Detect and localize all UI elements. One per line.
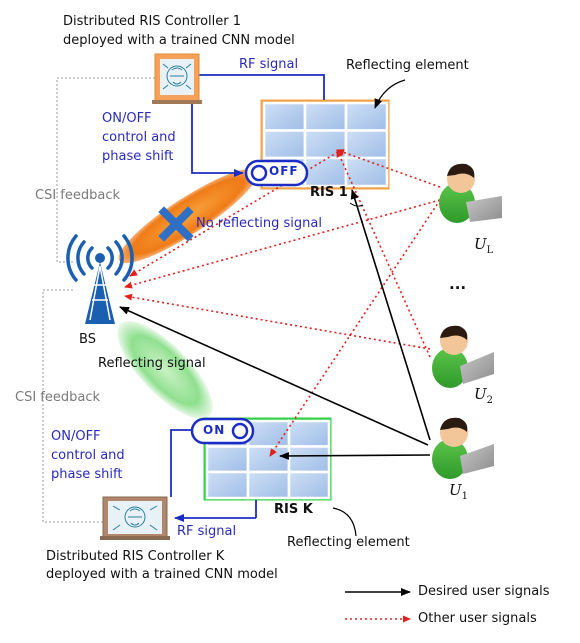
user-2-icon <box>432 325 494 388</box>
on-switch <box>190 417 255 445</box>
control-1-line2: control and <box>102 130 176 145</box>
controller-k-title: Distributed RIS Controller K <box>46 549 225 564</box>
ris-k-panel <box>203 417 332 501</box>
reflecting-element-bottom-label: Reflecting element <box>287 535 410 550</box>
control-k-line2: control and <box>51 448 125 463</box>
user-ellipsis: ... <box>449 275 467 293</box>
on-switch-label[interactable]: ON <box>203 423 226 437</box>
rf-signal-1-label: RF signal <box>239 57 299 72</box>
csi-feedback-top-label: CSI feedback <box>35 188 121 203</box>
user-l-label: UL <box>474 235 494 256</box>
controller-1-subtitle: deployed with a trained CNN model <box>63 33 295 48</box>
controller-k-laptop-icon <box>100 496 170 540</box>
ris-1-label: RIS 1 <box>310 185 348 200</box>
csi-feedback-lines <box>42 77 155 523</box>
reflecting-element-top-label: Reflecting element <box>346 58 469 73</box>
ris-k-label: RIS K <box>274 502 313 517</box>
reflecting-beam <box>117 321 213 419</box>
control-k-line1: ON/OFF <box>51 429 101 444</box>
bs-label: BS <box>79 332 96 347</box>
off-switch-label[interactable]: OFF <box>269 164 299 178</box>
other-user-signals <box>124 149 441 457</box>
control-1-line3: phase shift <box>102 149 174 164</box>
off-switch <box>244 159 309 187</box>
blocked-cross-icon <box>158 206 194 242</box>
rf-signal-k-label: RF signal <box>177 524 237 539</box>
user-1-icon <box>432 417 494 479</box>
bs-tower-icon <box>66 234 134 282</box>
legend-lines <box>345 588 411 623</box>
control-1-line1: ON/OFF <box>102 111 152 126</box>
no-reflecting-signal-label: No reflecting signal <box>196 216 322 231</box>
user-2-label: U2 <box>474 385 494 406</box>
user-1-label: U1 <box>449 481 469 502</box>
user-l-icon <box>439 163 502 223</box>
desired-user-signals <box>119 189 431 460</box>
controller-1-title: Distributed RIS Controller 1 <box>63 14 242 29</box>
bs-mast <box>85 253 115 324</box>
angle-arc <box>349 202 364 207</box>
reflecting-element-pointers <box>332 79 406 537</box>
controller-k-subtitle: deployed with a trained CNN model <box>46 567 278 582</box>
reflecting-signal-label: Reflecting signal <box>98 356 206 371</box>
legend-other-label: Other user signals <box>418 611 537 626</box>
controller-1-laptop-icon <box>152 53 202 104</box>
csi-feedback-bottom-label: CSI feedback <box>15 390 101 405</box>
legend-desired-label: Desired user signals <box>418 584 550 599</box>
control-k-line3: phase shift <box>51 467 123 482</box>
